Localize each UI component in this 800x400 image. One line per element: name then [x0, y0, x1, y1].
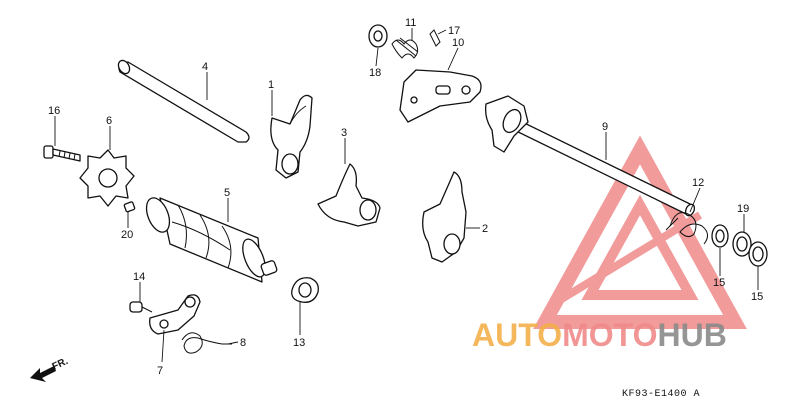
part-1-shift-fork	[270, 94, 313, 179]
front-direction-indicator: FR.	[30, 356, 70, 382]
callout-13: 13	[293, 337, 305, 349]
callout-12: 12	[692, 177, 704, 189]
part-10-shift-plate	[399, 69, 482, 123]
callout-16: 16	[48, 105, 60, 117]
callout-17: 17	[448, 25, 460, 37]
part-5-shift-drum	[145, 197, 278, 283]
part-15b-washer	[748, 241, 768, 267]
svg-text:AUTOMOTOHUB: AUTOMOTOHUB	[472, 317, 727, 353]
watermark-logo	[533, 135, 747, 329]
part-17-clip	[429, 29, 441, 47]
callout-3: 3	[341, 127, 347, 139]
callout-15b: 15	[751, 291, 763, 303]
watermark-text: AUTOMOTOHUB	[472, 317, 727, 353]
watermark-auto: AUTO	[472, 317, 562, 353]
callout-6: 6	[106, 115, 112, 127]
part-11-spring	[391, 37, 419, 59]
callout-2: 2	[482, 223, 488, 235]
callout-14: 14	[133, 271, 145, 283]
part-2-shift-fork	[422, 171, 467, 263]
part-18-washer	[368, 24, 388, 48]
part-20-pin	[123, 201, 136, 213]
callout-11: 11	[405, 17, 416, 29]
part-7-stopper-arm	[149, 294, 201, 335]
watermark-hub: HUB	[657, 317, 726, 353]
part-3-shift-fork	[317, 163, 381, 227]
callout-8: 8	[240, 337, 246, 349]
part-16-bolt	[43, 145, 81, 162]
leader-lines	[54, 28, 759, 363]
part-14-bolt	[129, 301, 153, 313]
front-arrow-icon	[30, 366, 56, 382]
part-6-star-plate	[79, 149, 135, 207]
callout-20: 20	[121, 229, 133, 241]
callout-1: 1	[268, 79, 274, 91]
part-8-spring	[181, 332, 232, 354]
part-12-spring	[665, 212, 708, 245]
diagram-code: KF93-E1400 A	[622, 389, 700, 400]
part-13-clip	[291, 277, 319, 303]
watermark-moto: MOTO	[562, 317, 657, 353]
callout-labels: 4 1 3 5 6 16 20 14 7 8 13 2 11 17 10 18 …	[48, 17, 763, 377]
callout-18: 18	[369, 67, 381, 79]
callout-15a: 15	[713, 277, 725, 289]
front-label: FR.	[51, 356, 70, 373]
part-15a-washer	[711, 224, 729, 248]
part-9-spindle	[484, 95, 696, 217]
part-19-oil-seal	[732, 231, 752, 257]
part-4-shaft	[117, 59, 250, 143]
callout-4: 4	[202, 61, 208, 73]
callout-9: 9	[602, 121, 608, 133]
callout-5: 5	[224, 187, 230, 199]
callout-10: 10	[452, 37, 464, 49]
callout-19: 19	[737, 203, 749, 215]
callout-7: 7	[157, 365, 163, 377]
